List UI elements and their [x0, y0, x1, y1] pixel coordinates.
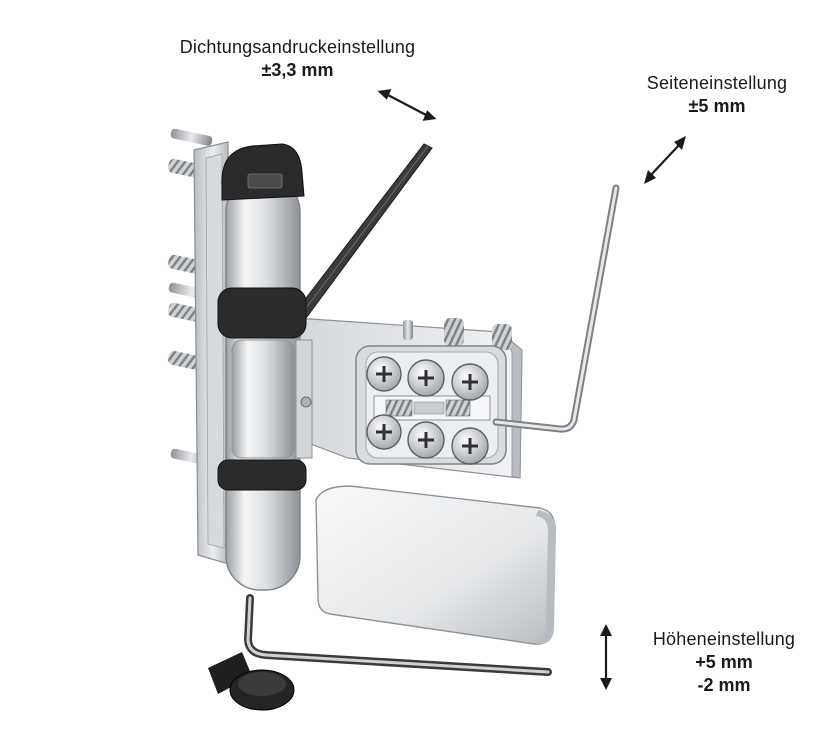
screw-icon [444, 318, 464, 346]
frame-screws [168, 128, 215, 466]
height-title: Höheneinstellung [652, 629, 796, 649]
wing-screws [403, 318, 512, 350]
hex-key-icon [299, 143, 433, 319]
screw-icon [492, 324, 512, 350]
lateral-value: ±5 mm [688, 96, 746, 116]
double-arrow-icon [644, 136, 686, 184]
screw-icon [407, 421, 445, 459]
screw-icon [366, 414, 402, 450]
height-value-down: -2 mm [697, 675, 751, 695]
frame-plate [193, 141, 233, 566]
seal-pressure-title: Dichtungsandruckeinstellung [179, 37, 416, 57]
screw-icon [407, 359, 445, 397]
double-arrow-icon [600, 624, 612, 690]
double-arrow-icon [377, 89, 437, 121]
hex-key-icon [492, 184, 620, 433]
screw-icon [366, 356, 402, 392]
end-cap [208, 652, 295, 711]
hex-key-icon [244, 594, 552, 676]
block-screws [366, 356, 489, 465]
height-value-up: +5 mm [695, 652, 753, 672]
seal-pressure-value: ±3,3 mm [261, 60, 334, 80]
screw-icon [403, 320, 413, 340]
screw-icon [170, 128, 213, 146]
hinge-barrel [217, 143, 313, 591]
lateral-label: Seiteneinstellung ±5 mm [618, 72, 816, 118]
seal-pressure-label: Dichtungsandruckeinstellung ±3,3 mm [140, 36, 455, 82]
screw-icon [451, 427, 489, 465]
screw-icon [451, 363, 489, 401]
lateral-title: Seiteneinstellung [646, 73, 788, 93]
height-label: Höheneinstellung +5 mm -2 mm [628, 628, 820, 697]
cover-cap-icon [315, 485, 557, 645]
